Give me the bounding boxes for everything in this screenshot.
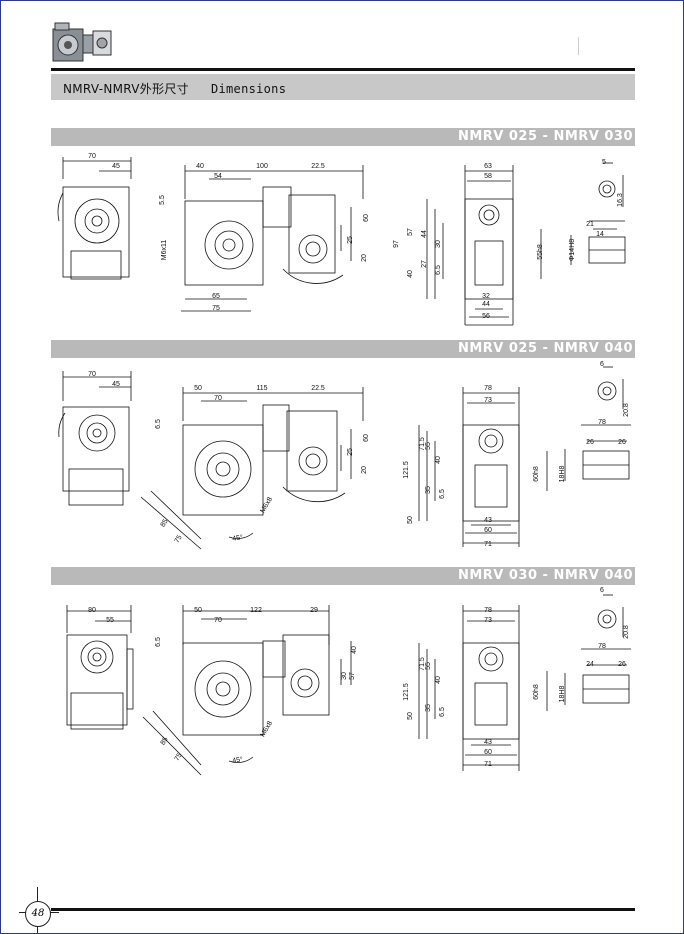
page-number: 48 [25,901,51,927]
gearbox-thumbnail [51,21,113,65]
section-header-3: NMRV 030 - NMRV 040 [51,567,635,585]
section-header-2: NMRV 025 - NMRV 040 [51,340,635,358]
section-label: NMRV 025 - NMRV 040 [457,341,633,356]
header-bar: NMRV-NMRV外形尺寸 Dimensions [51,74,635,100]
section-label: NMRV 030 - NMRV 040 [457,568,633,583]
dimension-drawing-3 [51,589,635,779]
footer-rule [51,908,635,911]
section-header-1: NMRV 025 - NMRV 030 [51,128,635,146]
header-rule [51,68,635,71]
dimension-drawing-2 [51,361,635,551]
page-title-cn: NMRV-NMRV外形尺寸 [63,82,189,96]
section-label: NMRV 025 - NMRV 030 [457,129,633,144]
page-title: NMRV-NMRV外形尺寸 Dimensions [63,80,286,97]
dimension-drawing-1 [51,149,635,329]
registration-mark [578,37,579,55]
page-title-en: Dimensions [210,82,287,96]
page-number-marker: 48 [19,887,59,933]
